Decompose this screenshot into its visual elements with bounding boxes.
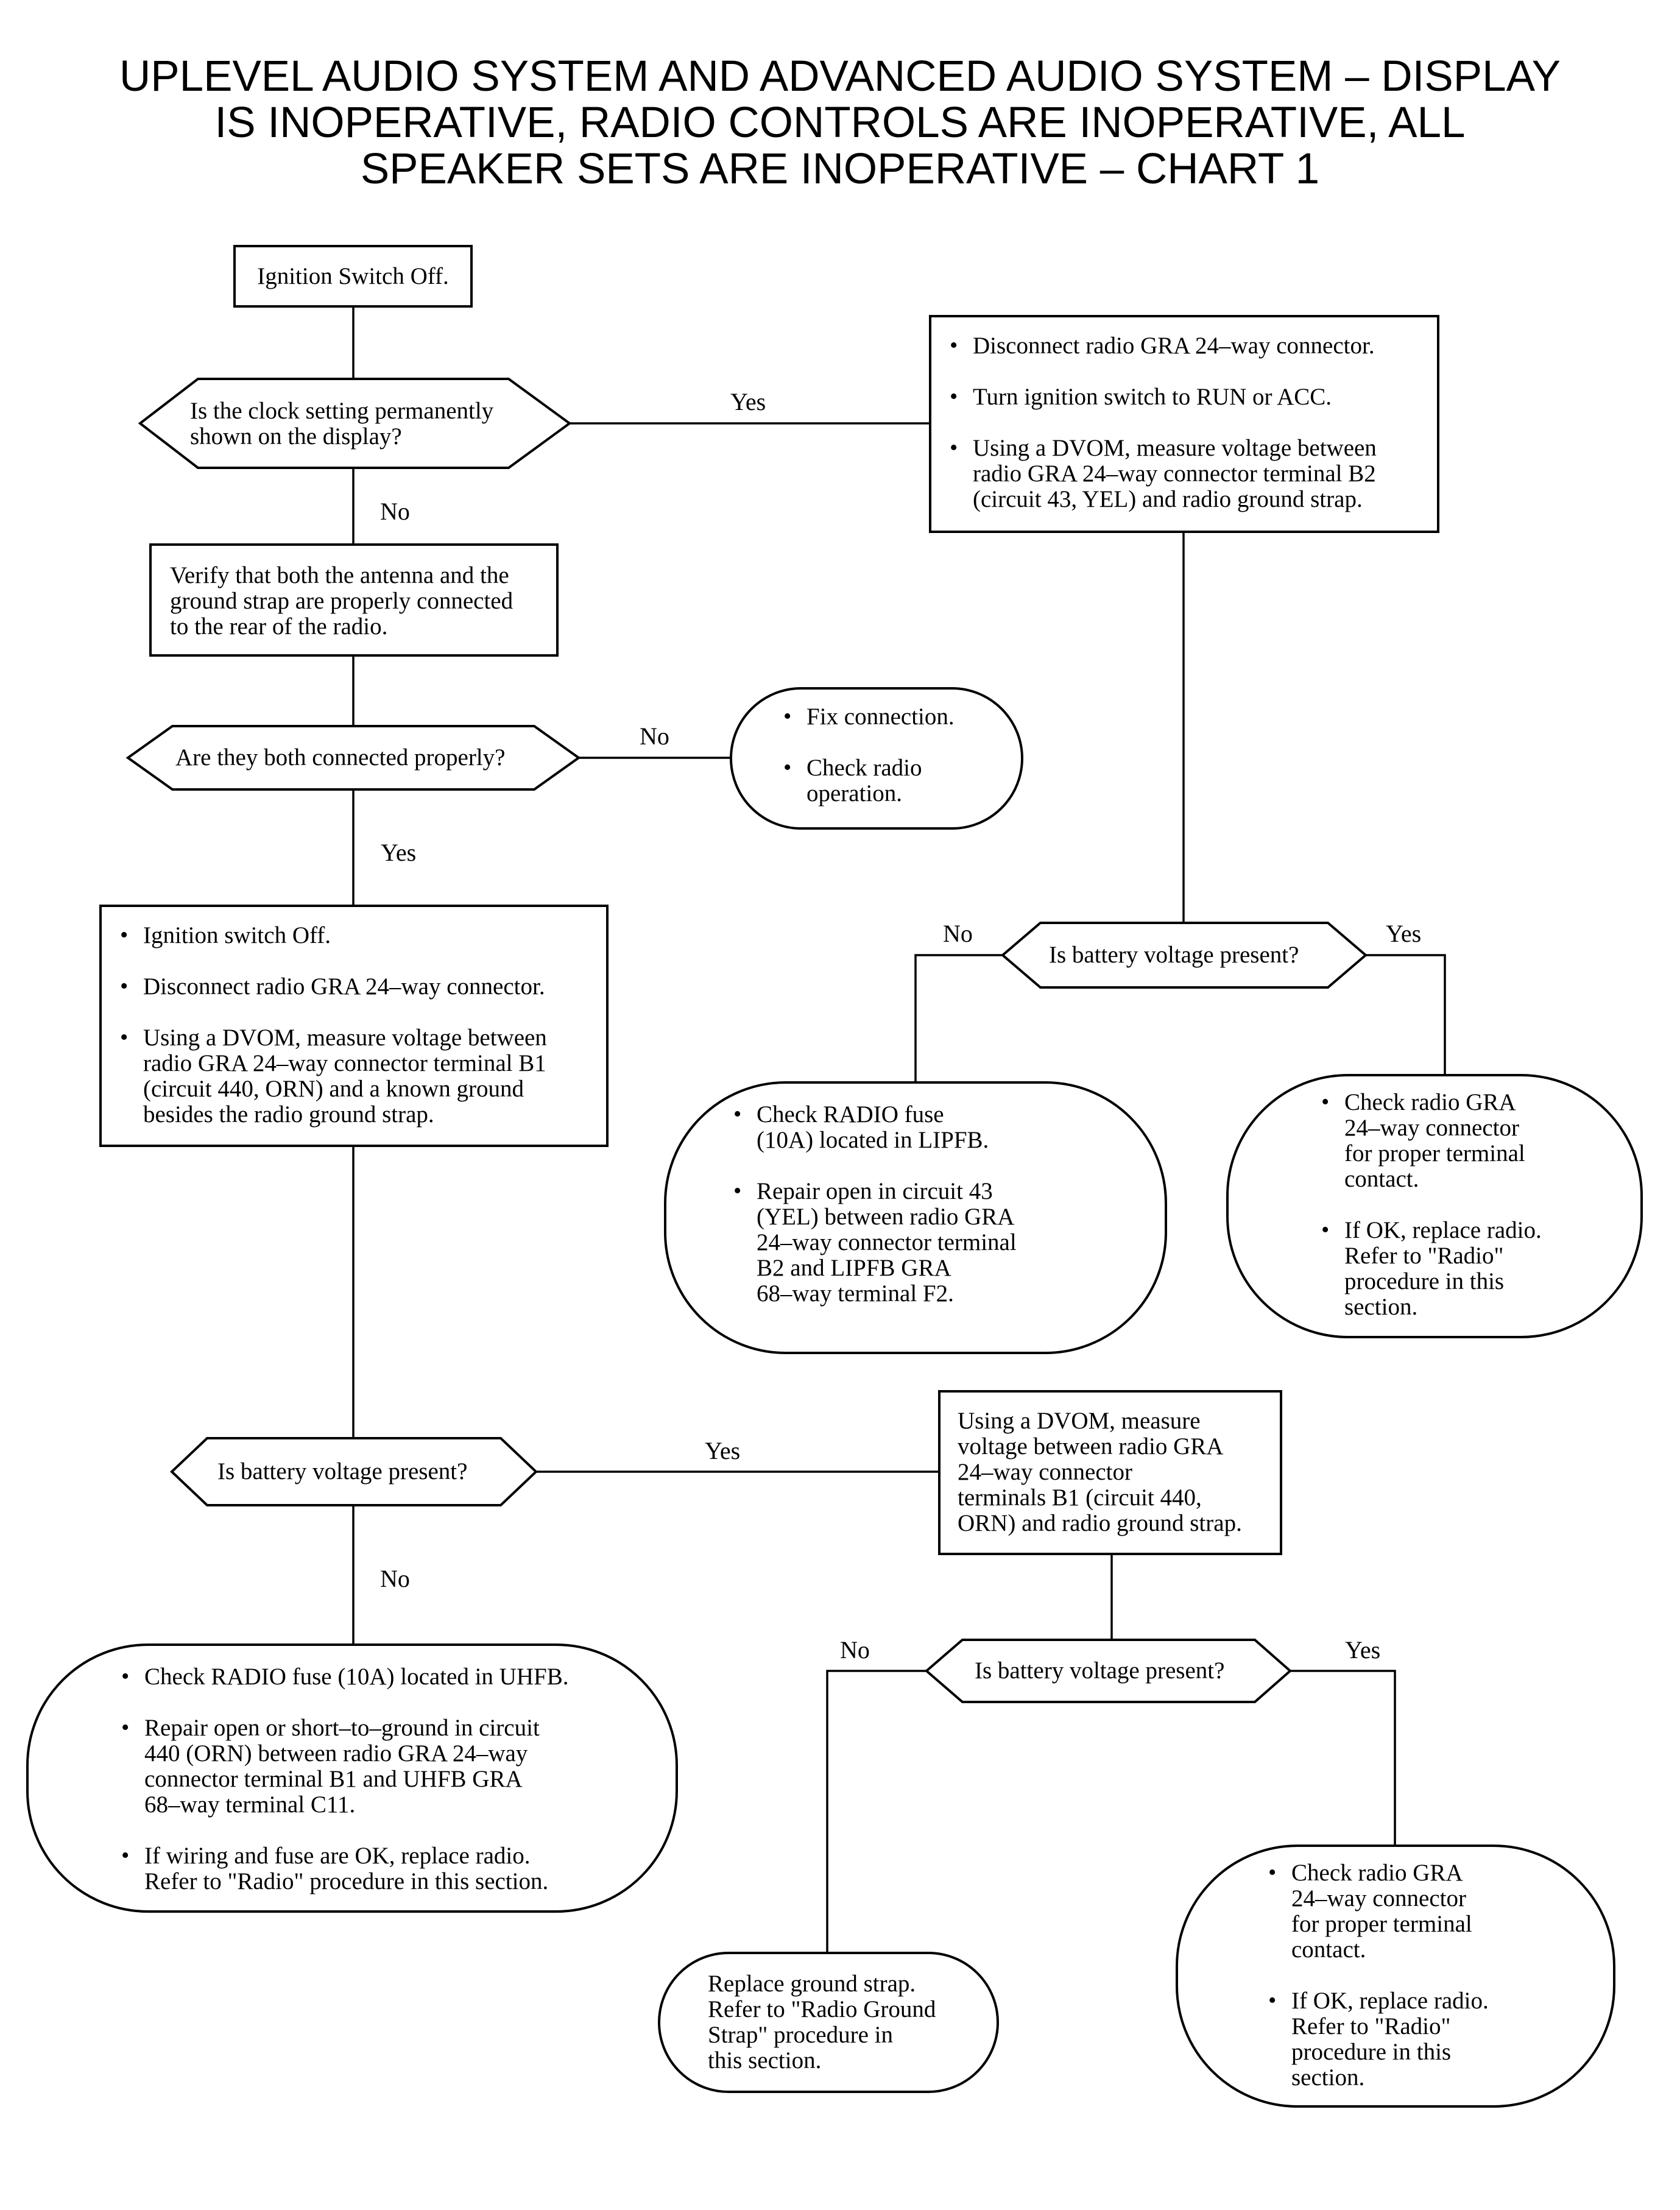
- decision-diamond-battery-bottom: [924, 1639, 1293, 1703]
- bullet-item: Using a DVOM, measure voltage between ra…: [936, 435, 1431, 512]
- bullet-item: Turn ignition switch to RUN or ACC.: [936, 384, 1431, 410]
- bullet-item: Disconnect radio GRA 24–way connector.: [107, 973, 600, 1000]
- title-line-3: SPEAKER SETS ARE INOPERATIVE – CHART 1: [360, 145, 1320, 193]
- decision-text-battery-left: Is battery voltage present?: [217, 1458, 468, 1485]
- label-clock-no: No: [380, 498, 410, 525]
- bullet-item: If OK, replace radio. Refer to "Radio" p…: [1255, 1988, 1607, 2091]
- label-left-no: No: [380, 1565, 410, 1592]
- decision-text-battery-bottom: Is battery voltage present?: [975, 1658, 1225, 1684]
- decision-diamond-connected: [125, 725, 581, 791]
- decision-diamond-battery-right: [1000, 922, 1368, 989]
- bullet-item: Repair open in circuit 43 (YEL) between …: [720, 1178, 1152, 1307]
- bullet-item: Check radio GRA 24–way connector for pro…: [1308, 1089, 1634, 1192]
- bullet-item: Fix connection.: [770, 704, 1009, 730]
- label-bottom-yes: Yes: [1345, 1636, 1381, 1664]
- step-check-uhfb: Check RADIO fuse (10A) located in UHFB. …: [26, 1643, 678, 1913]
- connector-line: [826, 1670, 926, 1952]
- step-check-terminal-right: Check radio GRA 24–way connector for pro…: [1226, 1074, 1643, 1338]
- step-text: Ignition Switch Off.: [257, 263, 449, 289]
- decision-text-battery-right: Is battery voltage present?: [1049, 942, 1299, 968]
- decision-text-connected: Are they both connected properly?: [175, 744, 506, 771]
- bullet-item: Check radio operation.: [770, 755, 1009, 807]
- connector-line: [914, 954, 1003, 1081]
- step-replace-ground-strap: Replace ground strap. Refer to "Radio Gr…: [658, 1952, 999, 2093]
- label-right-yes: Yes: [1386, 920, 1422, 947]
- step-measure-b2: Disconnect radio GRA 24–way connector. T…: [929, 315, 1439, 533]
- step-fix-connection: Fix connection. Check radio operation.: [730, 687, 1023, 830]
- step-check-terminal-bottom: Check radio GRA 24–way connector for pro…: [1176, 1845, 1615, 2108]
- decision-text-clock: Is the clock setting permanently shown o…: [190, 398, 494, 450]
- bullet-item: If OK, replace radio. Refer to "Radio" p…: [1308, 1217, 1634, 1320]
- title-line-1: UPLEVEL AUDIO SYSTEM AND ADVANCED AUDIO …: [119, 52, 1561, 101]
- bullet-item: Check RADIO fuse (10A) located in LIPFB.: [720, 1101, 1152, 1153]
- decision-diamond-clock: [138, 378, 572, 469]
- bullet-item: Repair open or short–to–ground in circui…: [108, 1715, 663, 1818]
- step-verify-antenna: Verify that both the antenna and the gro…: [149, 543, 559, 657]
- page-title: UPLEVEL AUDIO SYSTEM AND ADVANCED AUDIO …: [0, 54, 1680, 192]
- label-bottom-no: No: [840, 1636, 870, 1664]
- label-left-yes: Yes: [705, 1437, 741, 1464]
- step-check-lipfb: Check RADIO fuse (10A) located in LIPFB.…: [664, 1081, 1167, 1354]
- step-measure-ground-strap: Using a DVOM, measure voltage between ra…: [938, 1390, 1282, 1555]
- label-right-no: No: [943, 920, 973, 947]
- step-ignition-off: Ignition Switch Off.: [233, 245, 473, 308]
- step-measure-b1: Ignition switch Off. Disconnect radio GR…: [99, 905, 609, 1147]
- bullet-item: Check radio GRA 24–way connector for pro…: [1255, 1860, 1607, 1963]
- bullet-item: Ignition switch Off.: [107, 922, 600, 948]
- label-connected-no: No: [640, 722, 669, 750]
- bullet-item: Using a DVOM, measure voltage between ra…: [107, 1025, 600, 1128]
- bullet-item: Check RADIO fuse (10A) located in UHFB.: [108, 1664, 663, 1690]
- bullet-item: If wiring and fuse are OK, replace radio…: [108, 1843, 663, 1894]
- connector-line: [1290, 1670, 1396, 1845]
- label-connected-yes: Yes: [381, 839, 417, 866]
- title-line-2: IS INOPERATIVE, RADIO CONTROLS ARE INOPE…: [214, 99, 1466, 147]
- decision-diamond-battery-left: [170, 1437, 538, 1506]
- label-clock-yes: Yes: [730, 388, 766, 415]
- connector-line: [1366, 954, 1446, 1074]
- bullet-item: Disconnect radio GRA 24–way connector.: [936, 333, 1431, 359]
